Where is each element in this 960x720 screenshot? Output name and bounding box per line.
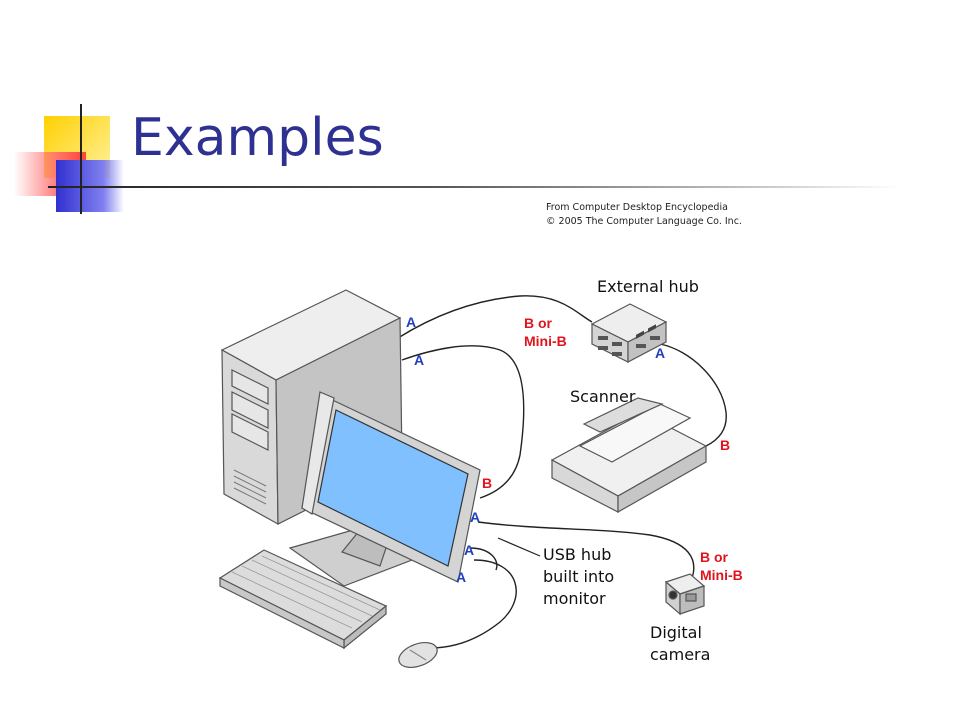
- credit-line: © 2005 The Computer Language Co. Inc.: [546, 216, 742, 227]
- cable-computer-to-monitor: [401, 345, 525, 499]
- external-hub: [590, 303, 668, 363]
- cable-monitor-to-mouse: [429, 559, 517, 649]
- port-label-monitor-a2: A: [464, 542, 474, 558]
- cable-monitor-to-keyboard: [469, 547, 498, 571]
- port-label-scanner-b: B: [720, 437, 730, 453]
- cables: [397, 295, 727, 649]
- port-label-monitor-a1: A: [470, 509, 480, 525]
- cable-monitor-to-camera: [477, 521, 695, 579]
- port-label-hub-b-line1: B or: [524, 315, 553, 331]
- credit-line: From Computer Desktop Encyclopedia: [546, 202, 728, 213]
- port-label-hub-a: A: [655, 345, 665, 361]
- corner-vertical-line: [80, 104, 82, 214]
- monitor: [288, 391, 481, 587]
- port-label-computer-a1: A: [406, 314, 416, 330]
- scanner-label: Scanner: [570, 387, 636, 406]
- port-label-hub-b-line2: Mini-B: [524, 333, 567, 349]
- port-label-camera-b-line1: B or: [700, 549, 729, 565]
- cable-computer-to-hub: [397, 295, 593, 339]
- slide-title: Examples: [131, 108, 384, 168]
- usb-hub-label-line3: monitor: [543, 589, 606, 608]
- title-rule: [48, 186, 900, 188]
- credit-text: From Computer Desktop Encyclopedia © 200…: [546, 201, 742, 229]
- port-label-monitor-b: B: [482, 475, 492, 491]
- digital-camera-label-line1: Digital: [650, 623, 702, 642]
- port-label-camera-b-line2: Mini-B: [700, 567, 743, 583]
- usb-hub-label-line1: USB hub: [543, 545, 611, 564]
- port-label-monitor-a3: A: [456, 569, 466, 585]
- scanner: [550, 397, 708, 514]
- mouse: [398, 642, 438, 668]
- port-label-computer-a2: A: [414, 352, 424, 368]
- usb-hub-pointer: [497, 537, 541, 557]
- external-hub-label: External hub: [597, 277, 699, 296]
- usb-hub-label-line2: built into: [543, 567, 614, 586]
- digital-camera: [664, 573, 706, 616]
- keyboard: [218, 549, 388, 650]
- digital-camera-label-line2: camera: [650, 645, 710, 664]
- cable-hub-to-scanner: [659, 343, 727, 447]
